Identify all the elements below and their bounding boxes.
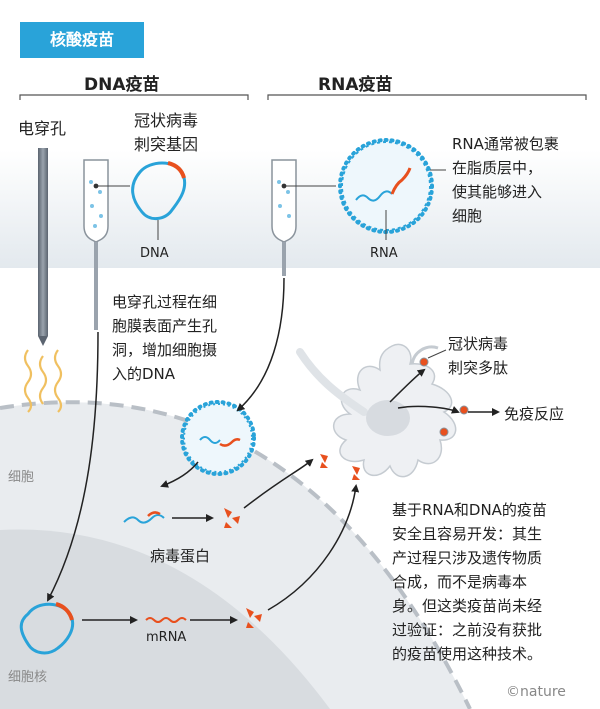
summary-line-7: 的疫苗使用这种技术。 [392, 645, 543, 663]
dna-label: DNA [140, 246, 169, 261]
mrna-label: mRNA [146, 630, 187, 645]
spike-gene-label-1: 冠状病毒 [134, 111, 199, 130]
nucleus-plasmid [19, 602, 75, 655]
rna-note-line-2: 在脂质层中， [452, 159, 543, 177]
rna-strand-orange [147, 511, 161, 517]
rna-syringe [271, 159, 336, 276]
spike-markers [419, 357, 469, 437]
antigen-presenting-cell [296, 343, 457, 478]
dna-vaccine-heading: DNA疫苗 [84, 75, 160, 95]
electroporation-label: 电穿孔 [18, 119, 67, 138]
summary-line-3: 产过程只涉及遗传物质 [392, 549, 543, 567]
summary-line-5: 身。但这类疫苗尚未经 [392, 597, 543, 615]
flow-arrows [47, 277, 500, 624]
nucleus-label: 细胞核 [8, 670, 48, 685]
spike-peptide-leader [427, 349, 447, 359]
electroporation-needle [38, 148, 48, 336]
nucleus [0, 529, 330, 709]
immune-response-label: 免疫反应 [504, 405, 565, 423]
viral-protein-label: 病毒蛋白 [150, 547, 211, 565]
rna-note-line-3: 使其能够进入 [452, 183, 543, 201]
nature-credit: ©nature [506, 684, 566, 700]
summary-line-1: 基于RNA和DNA的疫苗 [392, 501, 547, 519]
summary-line-2: 安全且容易开发：其生 [392, 525, 543, 543]
electro-note-line-2: 胞膜表面产生孔 [112, 317, 218, 335]
header-title: 核酸疫苗 [20, 22, 144, 58]
rna-label: RNA [370, 246, 398, 261]
protein-fragments [224, 454, 360, 628]
spike-gene-label-2: 刺突基因 [134, 135, 199, 154]
electro-note-line-4: 入的DNA [112, 365, 176, 383]
dna-bracket [19, 94, 249, 100]
summary-line-4: 合成，而不是病毒本 [392, 573, 528, 591]
rna-strand [123, 514, 165, 524]
lipid-nanoparticle-small [180, 400, 256, 476]
rna-note-line-4: 细胞 [452, 207, 483, 225]
dna-plasmid [131, 161, 187, 240]
electro-note-line-3: 洞，增加细胞摄 [112, 341, 218, 359]
mrna-strand [145, 617, 187, 623]
rna-note-line-1: RNA通常被包裹 [452, 135, 559, 153]
electro-note-line-1: 电穿孔过程在细 [112, 293, 218, 311]
spike-peptide-label-1: 冠状病毒 [448, 335, 509, 353]
lipid-nanoparticle-large [338, 138, 434, 240]
spike-peptide-label-2: 刺突多肽 [448, 359, 509, 377]
rna-vaccine-heading: RNA疫苗 [318, 75, 393, 95]
needle-tip [38, 336, 48, 346]
electric-waves [23, 349, 63, 413]
cell-label: 细胞 [8, 470, 35, 485]
summary-line-6: 过验证：之前没有获批 [392, 621, 543, 639]
dna-syringe [83, 159, 130, 330]
rna-bracket [267, 94, 587, 100]
